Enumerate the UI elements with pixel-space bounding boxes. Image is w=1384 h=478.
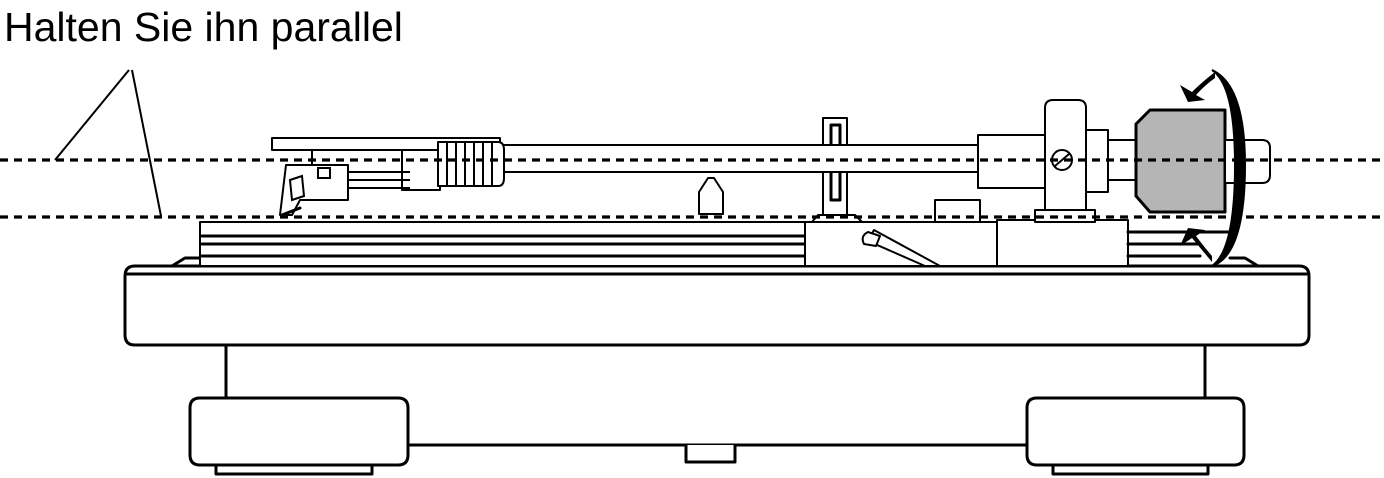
headshell-connector <box>437 141 505 187</box>
parallel-reference-lines <box>0 158 1384 219</box>
instruction-caption: Halten Sie ihn parallel <box>4 4 403 50</box>
leader-line-upper <box>54 69 130 161</box>
pivot-bearing <box>977 99 1137 223</box>
foot-right <box>1025 396 1246 476</box>
platter-deck <box>170 219 1260 268</box>
lower-cabinet <box>224 343 1207 464</box>
foot-left <box>188 396 410 476</box>
leader-line-lower <box>131 69 162 217</box>
leader-lines <box>54 69 162 217</box>
arm-lift-post <box>698 177 724 215</box>
base-block <box>934 199 981 223</box>
cue-lever <box>861 229 941 267</box>
plinth <box>123 264 1311 347</box>
cartridge <box>279 164 410 217</box>
